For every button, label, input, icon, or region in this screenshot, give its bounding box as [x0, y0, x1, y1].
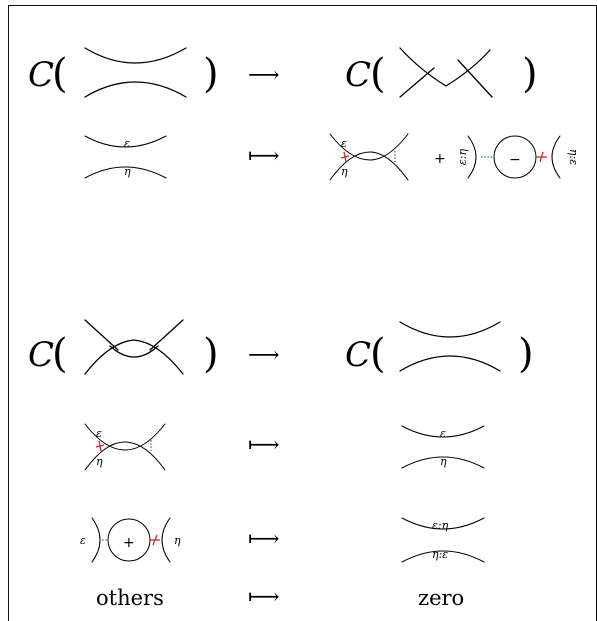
- functor-symbol: C: [28, 335, 54, 375]
- upper-arc: [84, 135, 167, 148]
- crossing-lower-strand: [399, 47, 491, 87]
- eta-label: η: [341, 165, 348, 178]
- plus-sign: +: [123, 535, 135, 551]
- row2-left-smoothing: ε η: [84, 135, 167, 179]
- open-paren: (: [370, 331, 386, 377]
- smoothing-upper-arc: [399, 321, 501, 338]
- zero-label: zero: [418, 586, 464, 610]
- epsilon-label: ε: [80, 534, 86, 547]
- elem-arrow: ⟼: [248, 585, 280, 610]
- row3-right-functor: C ( ): [345, 321, 534, 377]
- row1-right-functor: C ( ): [345, 47, 538, 98]
- close-paren: ): [203, 51, 219, 97]
- close-paren: ): [522, 51, 538, 97]
- plus-sign: +: [434, 151, 446, 167]
- lower-arc: [401, 456, 485, 469]
- eta-label: η: [440, 455, 447, 468]
- eta-label: η: [174, 534, 181, 547]
- functor-symbol: C: [345, 335, 371, 375]
- row5-right-smoothing: ε:η η:ε: [401, 517, 485, 563]
- crossing-upper-strand: [329, 133, 409, 161]
- epsilon-label: ε: [440, 427, 446, 440]
- close-paren: ): [203, 331, 219, 377]
- crossing-cup: [109, 345, 159, 358]
- eps-eta-label: ε:η: [456, 148, 469, 165]
- red-saddle-tick: [539, 151, 544, 163]
- right-arc: [551, 135, 561, 179]
- right-arc: [161, 517, 171, 563]
- epsilon-label: ε: [341, 137, 347, 150]
- minus-sign: −: [509, 152, 521, 168]
- functor-symbol: C: [345, 55, 371, 95]
- crossing-upper-strand: [84, 423, 166, 451]
- red-saddle-tick: [340, 155, 350, 159]
- smoothing-lower-arc: [84, 81, 187, 98]
- open-paren: (: [370, 51, 386, 97]
- smoothing-upper-arc: [84, 47, 187, 64]
- lower-arc: [401, 550, 485, 563]
- close-paren: ): [518, 331, 534, 377]
- row3-left-functor: C ( ): [28, 319, 219, 377]
- elem-arrow: ⟼: [248, 527, 280, 552]
- open-paren: (: [52, 51, 68, 97]
- row2-right-crossing: ε η: [329, 133, 409, 181]
- crossing-over-left: [399, 67, 435, 98]
- crossing-upper-left: [84, 319, 119, 351]
- functor-symbol: C: [28, 55, 54, 95]
- eta-label: η: [96, 455, 103, 468]
- crossing-arch: [84, 339, 184, 375]
- left-arc: [467, 135, 477, 179]
- open-paren: (: [52, 331, 68, 377]
- epsilon-label: ε: [96, 427, 102, 440]
- eta-eps-label: η:ε: [432, 548, 448, 561]
- row4-right-smoothing: ε η: [401, 425, 485, 469]
- map-arrow: ⟶: [248, 63, 280, 88]
- row4-left-crossing: ε η: [84, 423, 166, 471]
- eta-label: η: [124, 165, 131, 178]
- lower-arc: [84, 166, 167, 179]
- upper-arc: [401, 425, 485, 438]
- eps-eta-label: ε:η: [432, 519, 449, 532]
- others-label: others: [96, 586, 164, 610]
- row5-left-circle-term: + ε η: [80, 517, 181, 563]
- crossing-over-right: [457, 59, 493, 98]
- left-arc: [91, 517, 101, 563]
- crossing-lower-strand: [84, 441, 166, 471]
- elem-arrow: ⟼: [248, 433, 280, 458]
- row1-left-functor: C ( ): [28, 47, 219, 98]
- red-saddle-tick: [152, 534, 158, 546]
- smoothing-lower-arc: [399, 355, 501, 372]
- red-saddle-tick: [95, 444, 105, 448]
- crossing-lower-strand: [329, 151, 409, 181]
- row2-right-circle-term: − ε:η η:ε: [456, 135, 580, 179]
- upper-arc: [401, 517, 485, 530]
- map-arrow: ⟶: [248, 343, 280, 368]
- elem-arrow: ⟼: [248, 144, 280, 169]
- epsilon-label: ε: [124, 137, 130, 150]
- eta-eps-label: η:ε: [567, 149, 580, 165]
- crossing-upper-right: [149, 319, 184, 351]
